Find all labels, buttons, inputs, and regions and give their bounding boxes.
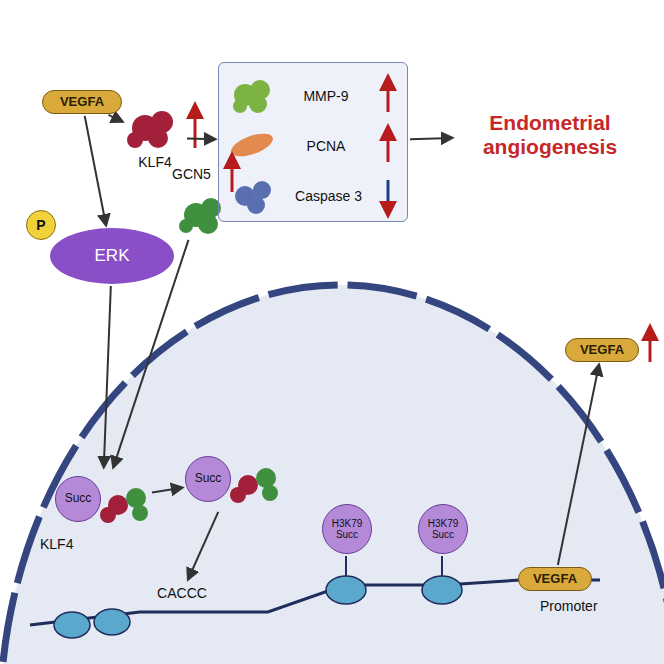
histone-mark-text: H3K79 Succ <box>424 518 462 541</box>
phospho-circle-text: P <box>36 217 45 233</box>
label-node: MMP-9 <box>286 84 366 108</box>
connector-arrow <box>187 137 215 140</box>
connector-arrow <box>188 512 218 579</box>
gene-pill: VEGFA <box>565 338 639 362</box>
succ-complex: Succ <box>185 450 280 510</box>
phospho-circle: P <box>26 210 56 240</box>
mmp9-icon <box>233 80 270 113</box>
erk-ellipse: ERK <box>50 228 174 284</box>
up-arrow <box>387 132 390 162</box>
up-arrow <box>194 110 197 148</box>
gene-pill: VEGFA <box>42 90 122 114</box>
free-label: Promoter <box>540 598 598 614</box>
down-arrow <box>387 180 390 210</box>
label-node-text: Caspase 3 <box>295 188 362 204</box>
nucleus <box>0 285 664 664</box>
label-node: CACCC <box>150 582 214 604</box>
connector-arrow <box>104 286 111 467</box>
connector-arrow <box>108 115 122 122</box>
succ-complex-text: Succ <box>65 492 92 506</box>
succ-circle: Succ <box>185 456 231 502</box>
up-arrow <box>231 160 234 192</box>
gcn5-protein <box>179 198 221 234</box>
histone-tail <box>346 556 442 576</box>
up-arrow <box>649 332 652 362</box>
succ-complex-text: Succ <box>195 472 222 486</box>
outcome-text: Endometrial angiogenesis <box>455 105 645 165</box>
protein-node-text: KLF4 <box>138 154 171 170</box>
erk-ellipse-text: ERK <box>95 246 130 266</box>
protein-node-text: GCN5 <box>172 166 211 182</box>
protein-node: KLF4 <box>125 105 185 170</box>
label-node-text: PCNA <box>307 138 346 154</box>
label-node: PCNA <box>286 134 366 158</box>
protein-node: GCN5 <box>172 166 230 238</box>
gene-pill-text: VEGFA <box>580 343 624 358</box>
free-label: KLF4 <box>40 536 73 552</box>
connector-arrow <box>410 138 452 139</box>
connector-arrow <box>558 365 599 565</box>
label-node-text: MMP-9 <box>303 88 348 104</box>
klf4-protein <box>127 111 173 148</box>
nucleosome <box>54 576 462 638</box>
gene-pill: VEGFA <box>518 567 592 591</box>
histone-mark-text: H3K79 Succ <box>328 518 366 541</box>
outcome-text-text: Endometrial angiogenesis <box>455 111 645 159</box>
pcna-icon <box>228 129 276 161</box>
outcome-box-fill <box>218 62 408 222</box>
connector-arrow <box>85 116 106 225</box>
outcome-box: MMP-9PCNA Caspase 3 <box>218 62 408 222</box>
label-node: Caspase 3 <box>286 184 371 208</box>
label-node-text: CACCC <box>157 585 207 601</box>
succ-circle: Succ <box>55 476 101 522</box>
histone-mark: H3K79 Succ <box>322 504 372 554</box>
caspase-icon <box>235 181 271 214</box>
gene-pill-text: VEGFA <box>533 572 577 587</box>
histone-mark: H3K79 Succ <box>418 504 468 554</box>
connector-arrow <box>152 488 182 493</box>
gene-pill-text: VEGFA <box>60 95 104 110</box>
succ-complex: Succ <box>55 470 150 530</box>
up-arrow <box>387 82 390 112</box>
